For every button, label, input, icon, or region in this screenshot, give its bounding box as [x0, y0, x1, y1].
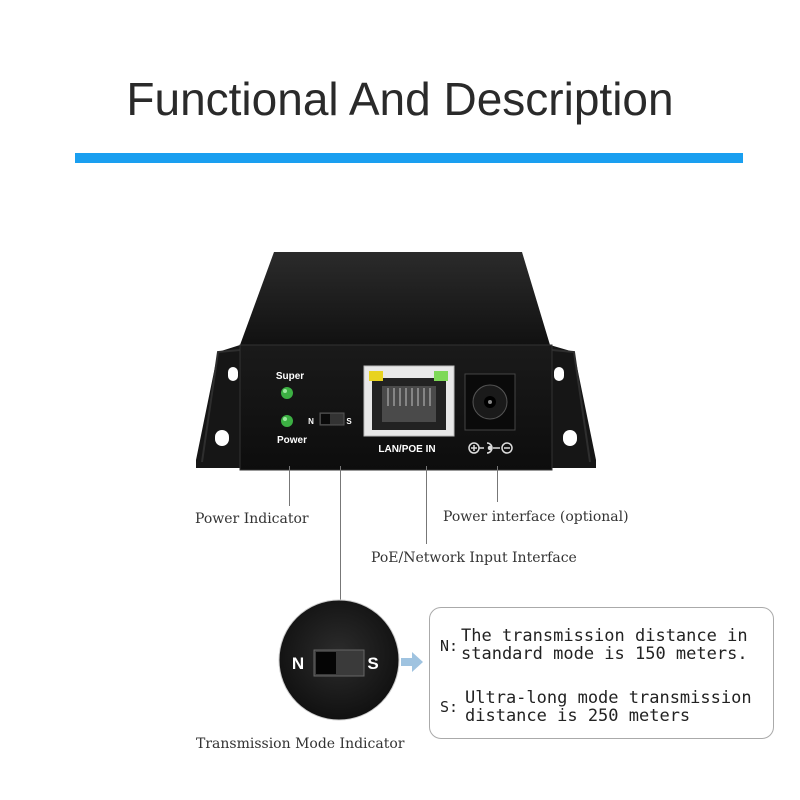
zoom-label-s: S: [367, 654, 378, 673]
port-label: LAN/POE IN: [378, 444, 435, 455]
mode-desc-s-line2: distance is 250 meters: [465, 706, 691, 726]
mode-description-box: N: The transmission distance in standard…: [429, 607, 774, 739]
callout-power-interface: Power interface (optional): [443, 509, 629, 525]
port-led-yellow: [369, 371, 383, 381]
power-led: [281, 415, 293, 427]
callout-poe-input: PoE/Network Input Interface: [371, 550, 577, 566]
callout-mode-indicator: Transmission Mode Indicator: [196, 736, 405, 752]
leader-power-indicator: [289, 466, 290, 506]
arrow-right-icon: [401, 652, 423, 672]
mode-key-n: N:: [440, 637, 459, 655]
mode-desc-s-line1: Ultra-long mode transmission: [465, 688, 752, 708]
left-mounting-ear: [196, 345, 240, 468]
switch-label-s: S: [346, 417, 352, 426]
leader-poe-input: [426, 466, 427, 544]
leader-mode-indicator: [340, 466, 341, 600]
device-top-panel: [240, 252, 550, 345]
power-led-label: Power: [277, 435, 307, 446]
page-title: Functional And Description: [126, 73, 674, 125]
port-led-green: [434, 371, 448, 381]
mode-key-s: S:: [440, 698, 459, 716]
leader-power-interface: [497, 466, 498, 502]
title-underline: [75, 153, 743, 163]
super-led-label: Super: [276, 371, 304, 382]
super-led: [281, 387, 293, 399]
switch-zoom-view: N S: [278, 599, 400, 721]
mode-desc-n-line2: standard mode is 150 meters.: [461, 644, 748, 664]
switch-label-n: N: [308, 417, 314, 426]
callout-power-indicator: Power Indicator: [195, 511, 309, 527]
zoom-label-n: N: [292, 654, 304, 673]
mode-desc-n-line1: The transmission distance in: [461, 626, 748, 646]
polarity-icon: [468, 442, 513, 454]
